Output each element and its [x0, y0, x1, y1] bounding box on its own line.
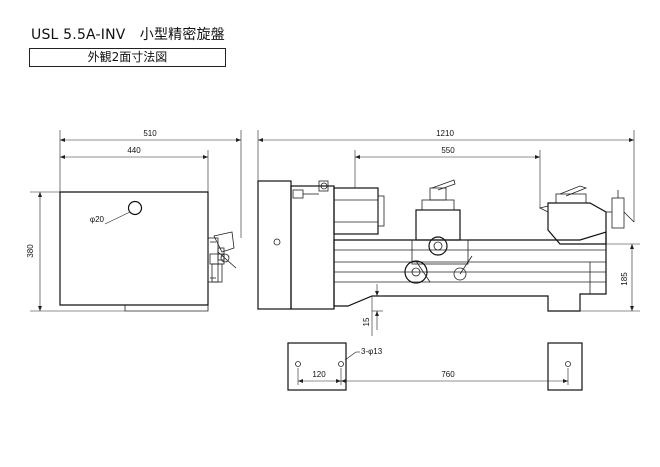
dim-base-holes: 3-φ13 — [361, 347, 383, 356]
dim-front-550: 550 — [441, 146, 455, 155]
dim-front-1210: 1210 — [436, 129, 454, 138]
side-view — [30, 130, 242, 312]
dim-base-120: 120 — [312, 370, 326, 379]
dim-front-185: 185 — [620, 272, 629, 286]
dim-side-440: 440 — [127, 146, 141, 155]
drawing-title: USL 5.5A-INV 小型精密旋盤 — [31, 27, 225, 43]
dim-base-760: 760 — [441, 370, 455, 379]
base-plan — [287, 342, 583, 391]
side-hole-circle — [127, 200, 143, 216]
dim-front-15: 15 — [362, 317, 371, 326]
dim-side-380: 380 — [26, 244, 35, 258]
dim-side-510: 510 — [143, 129, 157, 138]
dim-side-hole: φ20 — [90, 215, 105, 224]
drawing-subtitle: 外観2面寸法図 — [29, 48, 226, 67]
front-view — [257, 130, 640, 336]
